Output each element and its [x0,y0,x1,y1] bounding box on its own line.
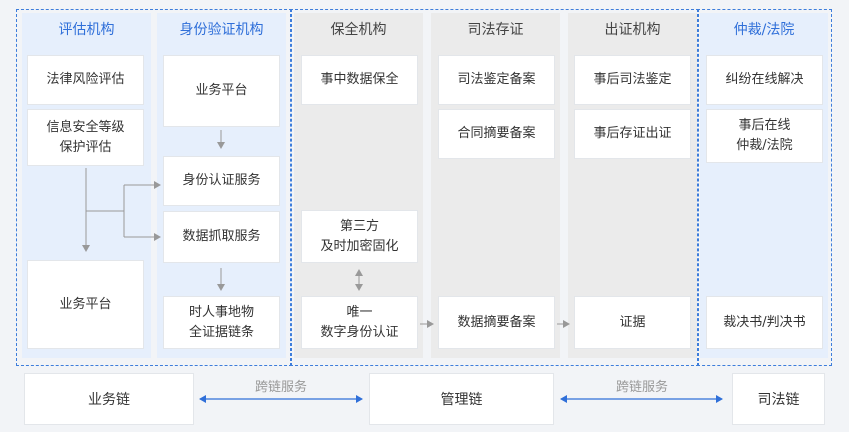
box-business-platform-auth: 业务平台 [164,56,279,126]
box-data-capture-service: 数据抓取服务 [164,212,279,262]
box-judicial-appraisal-filing: 司法鉴定备案 [439,56,554,104]
box-online-arbitration-court: 事后在线 仲裁/法院 [707,110,822,162]
column-title: 身份验证机构 [179,22,264,38]
box-unique-digital-identity: 唯一 数字身份认证 [302,297,417,348]
box-post-judicial-appraisal: 事后司法鉴定 [575,56,690,104]
column-title: 司法存证 [467,22,524,38]
cross-chain-label-right: 跨链服务 [615,380,668,395]
box-contract-digest-filing: 合同摘要备案 [439,110,554,158]
box-data-digest-filing: 数据摘要备案 [439,297,554,348]
column-title: 出证机构 [604,22,661,38]
box-post-deposit-certificate: 事后存证出证 [575,110,690,158]
box-infosec-assessment: 信息安全等级 保护评估 [28,110,143,165]
column-title: 评估机构 [58,22,115,38]
management-chain: 管理链 [370,374,553,424]
box-evidence: 证据 [575,297,690,348]
eval-branch-connector [82,168,161,252]
business-chain: 业务链 [25,374,193,424]
column-title: 保全机构 [330,22,387,38]
box-third-party-encryption: 第三方 及时加密固化 [302,211,417,262]
box-business-platform-eval: 业务平台 [28,261,143,348]
box-online-dispute-resolution: 纠纷在线解决 [707,56,822,104]
box-data-preservation: 事中数据保全 [302,56,417,104]
column-title: 仲裁/法院 [733,22,795,38]
box-rulings: 裁决书/判决书 [707,297,822,348]
box-evidence-chain: 时人事地物 全证据链条 [164,297,279,348]
judicial-chain: 司法链 [733,374,824,424]
box-identity-service: 身份认证服务 [164,157,279,205]
box-legal-risk-assessment: 法律风险评估 [28,56,143,104]
cross-chain-label-left: 跨链服务 [254,380,307,395]
